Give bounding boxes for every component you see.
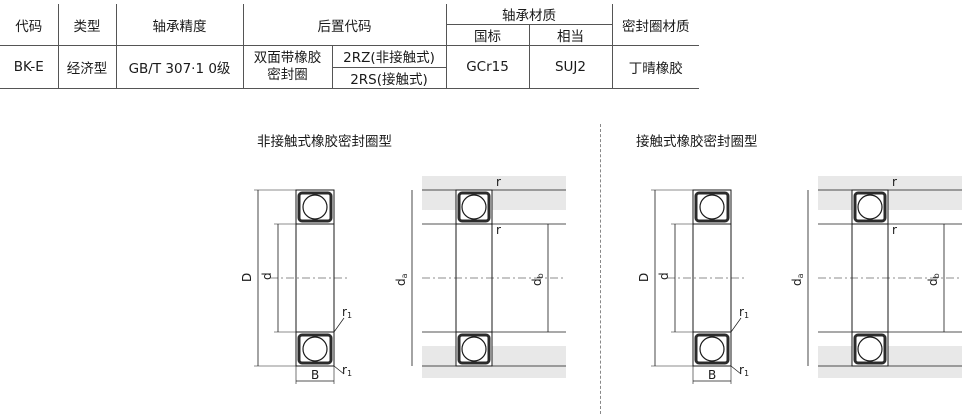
B-label: B (311, 368, 319, 382)
cell-post-code-2: 2RS(接触式) (331, 66, 447, 89)
housing-bottom-shade (818, 346, 962, 378)
d-label: d (657, 272, 671, 280)
upper-race-ball (461, 194, 487, 220)
da-label: da (790, 273, 805, 286)
cell-post-code-1: 2RZ(非接触式) (331, 45, 447, 68)
upper-race-ball (302, 194, 328, 220)
housing-top-shade (422, 176, 566, 210)
cell-seal-type: 双面带橡胶密封圈 (242, 45, 333, 89)
header-precision: 轴承精度 (115, 4, 244, 46)
r-label-lower: r (892, 223, 897, 237)
header-material-equiv: 相当 (528, 24, 613, 46)
lower-race-seal (297, 333, 333, 365)
housing-top-shade (818, 176, 962, 210)
r1-label-upper: r1 (739, 305, 749, 320)
lower-race-seal (853, 333, 887, 365)
upper-race-seal (694, 191, 730, 223)
lower-race-seal (694, 333, 730, 365)
right-diagram-title: 接触式橡胶密封圈型 (636, 134, 758, 150)
r1-label-upper: r1 (342, 305, 352, 320)
r1-leader-lower (333, 365, 345, 375)
section-divider (600, 124, 601, 414)
upper-race-ball (699, 194, 725, 220)
lower-race-ball (461, 336, 487, 362)
lower-race-seal (457, 333, 491, 365)
left-diagram-title: 非接触式橡胶密封圈型 (257, 134, 392, 150)
cell-seal-type-text: 双面带橡胶密封圈 (253, 50, 322, 83)
housing-bottom-shade (422, 346, 566, 378)
cell-material-equiv: SUJ2 (528, 45, 613, 89)
d-label: d (260, 272, 274, 280)
header-material: 轴承材质 (445, 4, 613, 25)
header-type: 类型 (57, 4, 117, 46)
B-label: B (708, 368, 716, 382)
r1-leader-lower (730, 365, 742, 375)
lower-race-ball (857, 336, 883, 362)
cell-precision: GB/T 307·1 0级 (115, 45, 244, 89)
header-post-code: 后置代码 (242, 4, 447, 46)
lower-race-ball (302, 336, 328, 362)
header-code: 代码 (0, 4, 59, 46)
lower-race-ball (699, 336, 725, 362)
cell-type: 经济型 (57, 45, 117, 89)
r1-label-lower: r1 (342, 363, 352, 378)
spec-table: 代码 类型 轴承精度 后置代码 轴承材质 密封圈材质 国标 相当 BK-E 经济… (0, 4, 699, 89)
cell-seal-material: 丁晴橡胶 (611, 45, 699, 89)
mounting-diagram-non-contact: da db r r (394, 175, 566, 378)
r1-leader-upper (730, 317, 742, 333)
upper-race-seal (457, 191, 491, 223)
r-label-upper: r (496, 175, 501, 189)
r-label-upper: r (892, 175, 897, 189)
D-label: D (240, 273, 254, 282)
upper-race-seal (297, 191, 333, 223)
r1-leader-upper (333, 317, 345, 333)
db-label: db (530, 273, 545, 286)
r-label-lower: r (496, 223, 501, 237)
D-label: D (637, 273, 651, 282)
upper-race-ball (857, 194, 883, 220)
header-seal-material: 密封圈材质 (611, 4, 699, 46)
da-label: da (394, 273, 409, 286)
mounting-diagram-contact: da db r r (790, 175, 962, 378)
header-material-cn: 国标 (445, 24, 530, 46)
cell-code: BK-E (0, 45, 59, 89)
db-label: db (926, 273, 941, 286)
upper-race-seal (853, 191, 887, 223)
r1-label-lower: r1 (739, 363, 749, 378)
cell-material-cn: GCr15 (445, 45, 530, 89)
